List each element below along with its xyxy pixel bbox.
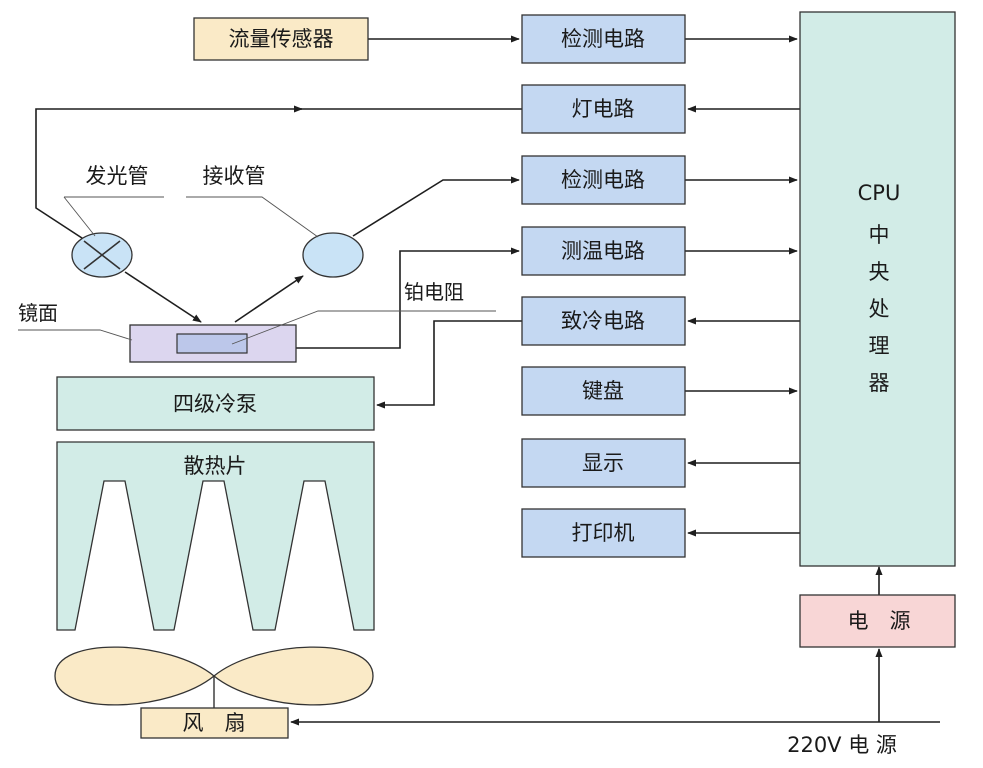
keyboard-label: 键盘 [582,379,624,403]
lamp-circuit-label: 灯电路 [572,97,635,121]
emitter-leader-line [63,196,96,237]
flow-sensor-label: 流量传感器 [229,27,334,51]
cpu-char-2: 央 [869,260,890,284]
detect-circuit-1-label: 检测电路 [561,27,645,51]
cooling-circuit-label: 致冷电路 [561,309,645,333]
resistor-leader-line [231,310,496,345]
power-label: 电 源 [848,609,911,633]
light-path-incident [124,271,202,323]
receiver-lamp [302,232,364,278]
platinum-resistor-label: 铂电阻 [404,280,464,304]
mirror-leader-line [18,329,133,341]
cooling-circuit-box: 致冷电路 [521,296,686,346]
light-path-reflected [234,275,304,323]
fan: 风 扇 [54,646,374,739]
fan-label: 风 扇 [183,711,246,735]
mirror-label: 镜面 [18,301,58,325]
power-box: 电 源 [799,594,956,648]
temp-circuit-label: 测温电路 [561,239,645,263]
mirror-block [129,324,297,363]
cpu-char-3: 处 [869,297,890,321]
mains-label: 220V 电 源 [787,733,897,757]
platinum-resistor-element [176,333,248,354]
flow-sensor-box: 流量传感器 [193,17,369,61]
peltier-box: 四级冷泵 [56,376,375,431]
heatsink-label: 散热片 [184,454,247,478]
cpu-label: CPU [858,181,901,205]
wire-lamp-to-emitter [35,108,522,241]
heatsink-fins [56,441,375,631]
printer-box: 打印机 [521,508,686,558]
wire-resistor-to-temp [296,247,520,349]
detect-circuit-1-box: 检测电路 [521,14,686,64]
detect-circuit-2-box: 检测电路 [521,155,686,205]
cpu-char-1: 中 [869,223,890,247]
keyboard-box: 键盘 [521,366,686,416]
printer-label: 打印机 [572,521,635,545]
connection-wires [35,35,940,726]
peltier-label: 四级冷泵 [173,392,257,416]
receiver-leader-line [186,196,319,238]
temp-circuit-box: 测温电路 [521,226,686,276]
cpu-char-5: 器 [869,371,890,395]
detect-circuit-2-label: 检测电路 [561,168,645,192]
wire-receiver-to-detect [352,176,520,237]
heatsink: 散热片 [56,441,375,631]
emitter-lamp [71,232,133,278]
receiver-label: 接收管 [203,164,266,188]
cpu-char-4: 理 [869,334,890,358]
lamp-circuit-box: 灯电路 [521,84,686,134]
emitter-label: 发光管 [86,164,149,188]
wire-cooling-to-peltier [376,320,522,409]
display-box: 显示 [521,438,686,488]
display-label: 显示 [582,451,624,475]
cpu-box: CPU 中 央 处 理 器 [799,11,956,567]
